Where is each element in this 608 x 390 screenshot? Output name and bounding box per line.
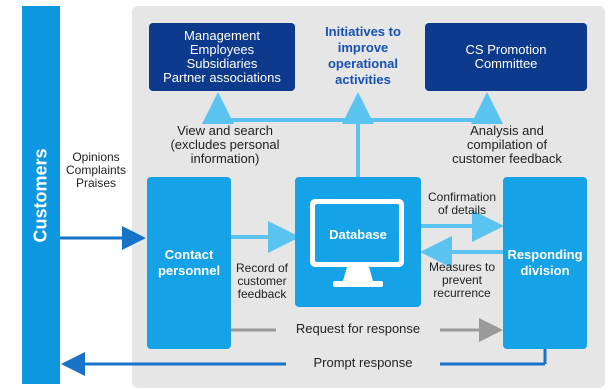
view-search-text: View and search (excludes personal infor… bbox=[158, 124, 292, 166]
view-search-line-2: (excludes personal bbox=[170, 137, 280, 152]
confirmation-text: Confirmation of details bbox=[426, 191, 498, 217]
initiatives-line-2: improve bbox=[337, 40, 389, 55]
prompt-response-label: Prompt response bbox=[313, 355, 413, 370]
cs-line-1: CS Promotion bbox=[465, 42, 547, 57]
stakeholder-employees: Employees bbox=[189, 42, 255, 57]
confirmation-line-2: of details bbox=[437, 203, 487, 217]
input-complaints: Complaints bbox=[65, 163, 127, 177]
stakeholder-subsidiaries: Subsidiaries bbox=[186, 56, 258, 71]
initiatives-line-3: operational bbox=[327, 56, 399, 71]
customer-inputs: Opinions Complaints Praises bbox=[64, 151, 128, 190]
responding-line-1: Responding bbox=[507, 247, 583, 262]
record-line-1: Record of bbox=[235, 261, 289, 275]
measures-line-2: prevent bbox=[441, 273, 483, 287]
stakeholders-box: Management Employees Subsidiaries Partne… bbox=[149, 23, 295, 91]
record-feedback-text: Record of customer feedback bbox=[230, 262, 294, 301]
cs-line-2: Committee bbox=[474, 56, 538, 71]
measures-line-1: Measures to bbox=[428, 260, 496, 274]
measures-line-3: recurrence bbox=[433, 286, 491, 300]
database-label: Database bbox=[329, 227, 387, 242]
initiatives-line-1: Initiatives to bbox=[325, 24, 401, 39]
measures-text: Measures to prevent recurrence bbox=[426, 261, 498, 300]
cs-committee-box: CS Promotion Committee bbox=[425, 23, 587, 91]
request-response-label: Request for response bbox=[295, 321, 421, 336]
record-line-2: customer bbox=[237, 274, 287, 288]
stakeholder-management: Management bbox=[184, 28, 260, 43]
stakeholder-partners: Partner associations bbox=[163, 70, 281, 85]
customers-bar bbox=[22, 6, 60, 384]
analysis-line-2: compilation of bbox=[466, 137, 548, 152]
view-search-line-1: View and search bbox=[177, 123, 273, 138]
view-search-line-3: information) bbox=[190, 151, 260, 166]
contact-line-2: personnel bbox=[157, 263, 221, 278]
responding-division-box: Responding division bbox=[503, 177, 587, 349]
monitor-icon bbox=[310, 199, 404, 287]
analysis-text: Analysis and compilation of customer fee… bbox=[440, 124, 574, 166]
contact-personnel-box: Contact personnel bbox=[147, 177, 231, 349]
contact-line-1: Contact bbox=[164, 247, 214, 262]
initiatives-line-4: activities bbox=[335, 72, 391, 87]
record-line-3: feedback bbox=[237, 287, 287, 301]
confirmation-line-1: Confirmation bbox=[427, 190, 497, 204]
analysis-line-1: Analysis and bbox=[470, 123, 544, 138]
analysis-line-3: customer feedback bbox=[452, 151, 562, 166]
input-praises: Praises bbox=[75, 176, 116, 190]
initiatives-text: Initiatives to improve operational activ… bbox=[306, 24, 420, 88]
responding-line-2: division bbox=[520, 263, 570, 278]
input-opinions: Opinions bbox=[72, 150, 120, 164]
